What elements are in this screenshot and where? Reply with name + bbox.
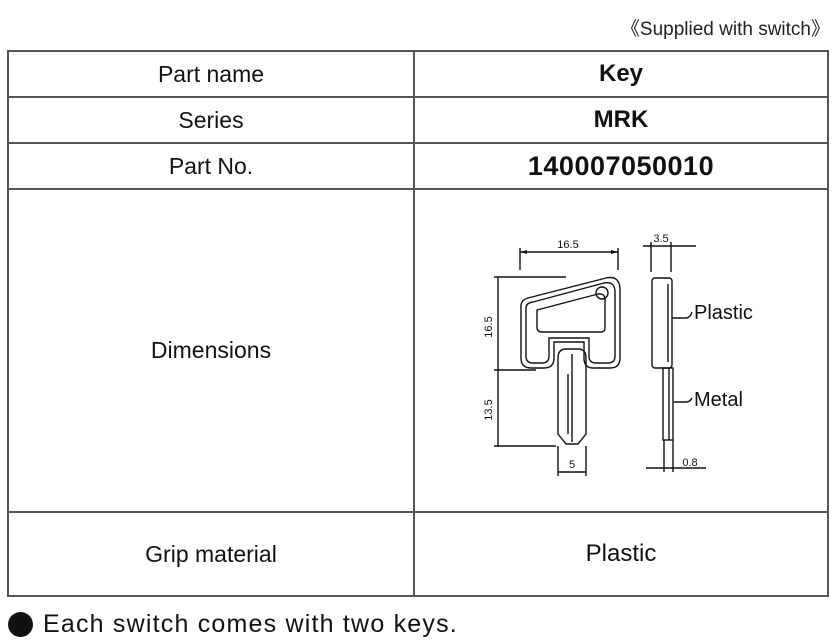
dim-label-width: 16.5	[557, 239, 578, 251]
part-name-value: Key	[413, 50, 829, 98]
key-blade-outline	[557, 348, 587, 445]
callout-leader-metal	[674, 397, 693, 403]
grip-material-label: Grip material	[7, 511, 415, 597]
dim-label-blade-height: 13.5	[483, 399, 495, 420]
key-ring-hole	[595, 286, 609, 300]
key-grip-inner-outline	[525, 282, 616, 364]
table-row-grip-material: Grip material Plastic	[7, 511, 829, 597]
table-row-part-no: Part No. 140007050010	[7, 142, 829, 190]
series-value: MRK	[413, 96, 829, 144]
callout-label-metal: Metal	[694, 389, 743, 411]
dim-label-blade-width: 5	[569, 459, 575, 471]
table-row-dimensions: Dimensions	[7, 188, 829, 513]
supplied-with-switch-note: 《Supplied with switch》	[620, 19, 830, 40]
key-side-blade	[662, 367, 674, 441]
table-row-part-name: Part name Key	[7, 50, 829, 98]
key-dimension-drawing: 16.5 3.5 16.5 13.5 5 0.8 Plastic Metal	[483, 233, 753, 476]
part-no-label: Part No.	[7, 142, 415, 190]
key-grip-outline	[520, 276, 621, 369]
dim-label-blade-thickness: 0.8	[682, 457, 697, 469]
callout-label-plastic: Plastic	[694, 302, 753, 324]
dim-label-grip-height: 16.5	[483, 316, 495, 337]
dimensions-drawing-cell: 16.5 3.5 16.5 13.5 5 0.8 Plastic Metal	[413, 188, 829, 513]
footer-note: Each switch comes with two keys.	[8, 610, 458, 639]
key-grip-window	[536, 293, 606, 333]
dim-label-thickness: 3.5	[653, 233, 668, 245]
table-row-series: Series MRK	[7, 96, 829, 144]
callout-leader-plastic	[672, 311, 693, 319]
grip-material-value: Plastic	[413, 511, 829, 597]
series-label: Series	[7, 96, 415, 144]
part-no-value: 140007050010	[413, 142, 829, 190]
key-spec-table: Part name Key Series MRK Part No. 140007…	[7, 50, 829, 597]
footer-note-text: Each switch comes with two keys.	[43, 610, 458, 638]
key-side-grip	[651, 277, 673, 369]
part-name-label: Part name	[7, 50, 415, 98]
bullet-dot-icon	[8, 612, 33, 637]
dimensions-label: Dimensions	[7, 188, 415, 513]
